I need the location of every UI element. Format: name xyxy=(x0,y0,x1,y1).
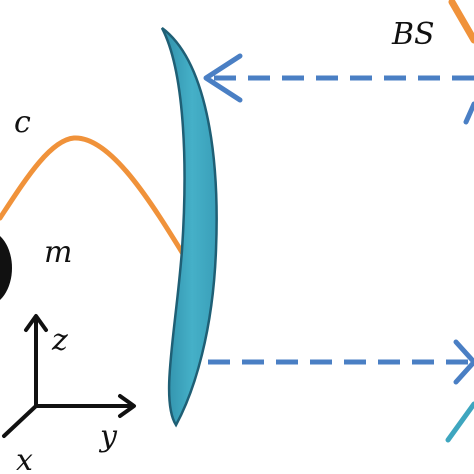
axis-x-line xyxy=(2,404,38,438)
label-axis-x: x xyxy=(16,443,33,474)
beam-splitter-stub xyxy=(463,101,474,125)
outgoing-beam-arrowhead xyxy=(453,339,474,385)
label-curve: c xyxy=(14,105,31,140)
return-beam-arrowhead xyxy=(203,53,243,103)
axis-y-arrowhead xyxy=(118,394,136,418)
axis-z-arrowhead xyxy=(24,314,48,332)
lower-optic xyxy=(445,401,474,443)
label-axis-y: y xyxy=(98,419,118,454)
label-axis-z: z xyxy=(51,323,68,358)
curve-c xyxy=(0,135,191,265)
coordinate-axes xyxy=(2,314,136,438)
curved-mirror xyxy=(160,26,218,428)
beam-splitter xyxy=(448,0,474,44)
outgoing-beam xyxy=(208,339,474,385)
label-beam-splitter: BS xyxy=(391,17,435,52)
mass-body xyxy=(0,235,12,301)
label-mass: m xyxy=(44,235,72,270)
return-beam xyxy=(203,53,474,103)
